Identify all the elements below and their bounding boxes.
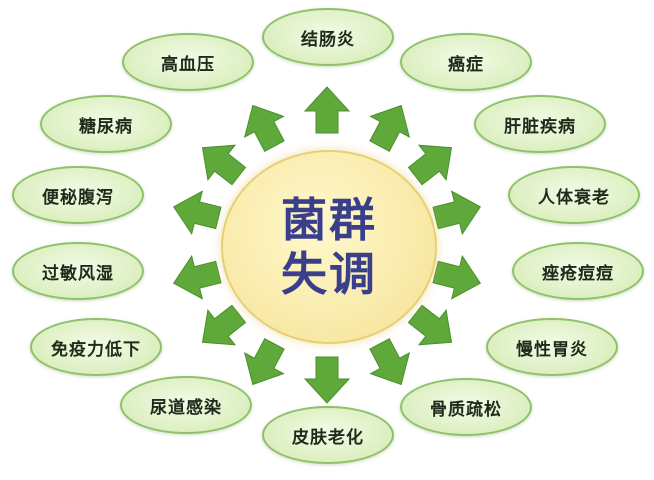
node-label: 骨质疏松 — [430, 399, 502, 420]
node-label: 肝脏疾病 — [504, 116, 576, 137]
arrow-to-acne — [432, 254, 482, 300]
arrow-to-cancer — [369, 104, 411, 152]
arrow-to-urinary-infection — [243, 338, 285, 386]
node-label: 过敏风湿 — [42, 263, 114, 284]
node-label: 结肠炎 — [301, 29, 355, 50]
node-label: 免疫力低下 — [51, 339, 141, 360]
center-title-line1: 菌群 — [281, 193, 377, 247]
node-label: 慢性胃炎 — [516, 339, 588, 360]
node-skin-aging: 皮肤老化 — [262, 406, 394, 464]
node-aging: 人体衰老 — [508, 166, 640, 224]
node-liver-disease: 肝脏疾病 — [474, 95, 606, 153]
node-acne: 痤疮痘痘 — [512, 242, 644, 300]
node-cancer: 癌症 — [400, 33, 532, 91]
node-label: 尿道感染 — [150, 397, 222, 418]
node-chronic-gastritis: 慢性胃炎 — [486, 318, 618, 376]
arrow-to-diabetes — [201, 144, 247, 186]
node-hypertension: 高血压 — [122, 33, 254, 91]
center-circle: 菌群 失调 — [221, 150, 437, 344]
node-osteoporosis: 骨质疏松 — [400, 378, 532, 436]
arrow-to-constipation-diarrhea — [172, 190, 222, 236]
node-label: 糖尿病 — [79, 116, 133, 137]
node-low-immunity: 免疫力低下 — [30, 318, 162, 376]
arrow-to-low-immunity — [201, 304, 247, 346]
node-colitis: 结肠炎 — [262, 8, 394, 66]
arrow-to-hypertension — [243, 104, 285, 152]
arrow-to-aging — [432, 190, 482, 236]
node-label: 人体衰老 — [538, 187, 610, 208]
arrow-to-allergy-rheumatism — [172, 254, 222, 300]
arrow-to-liver-disease — [407, 144, 453, 186]
node-constipation-diarrhea: 便秘腹泻 — [12, 166, 144, 224]
node-urinary-infection: 尿道感染 — [120, 376, 252, 434]
arrow-to-osteoporosis — [369, 338, 411, 386]
node-label: 高血压 — [161, 54, 215, 75]
arrow-to-skin-aging — [303, 356, 351, 404]
node-label: 皮肤老化 — [292, 427, 364, 448]
node-label: 痤疮痘痘 — [542, 263, 614, 284]
arrow-to-colitis — [303, 86, 351, 134]
node-label: 癌症 — [448, 54, 484, 75]
node-allergy-rheumatism: 过敏风湿 — [12, 242, 144, 300]
node-label: 便秘腹泻 — [42, 187, 114, 208]
arrow-to-chronic-gastritis — [407, 304, 453, 346]
center-title-line2: 失调 — [281, 247, 377, 301]
node-diabetes: 糖尿病 — [40, 95, 172, 153]
